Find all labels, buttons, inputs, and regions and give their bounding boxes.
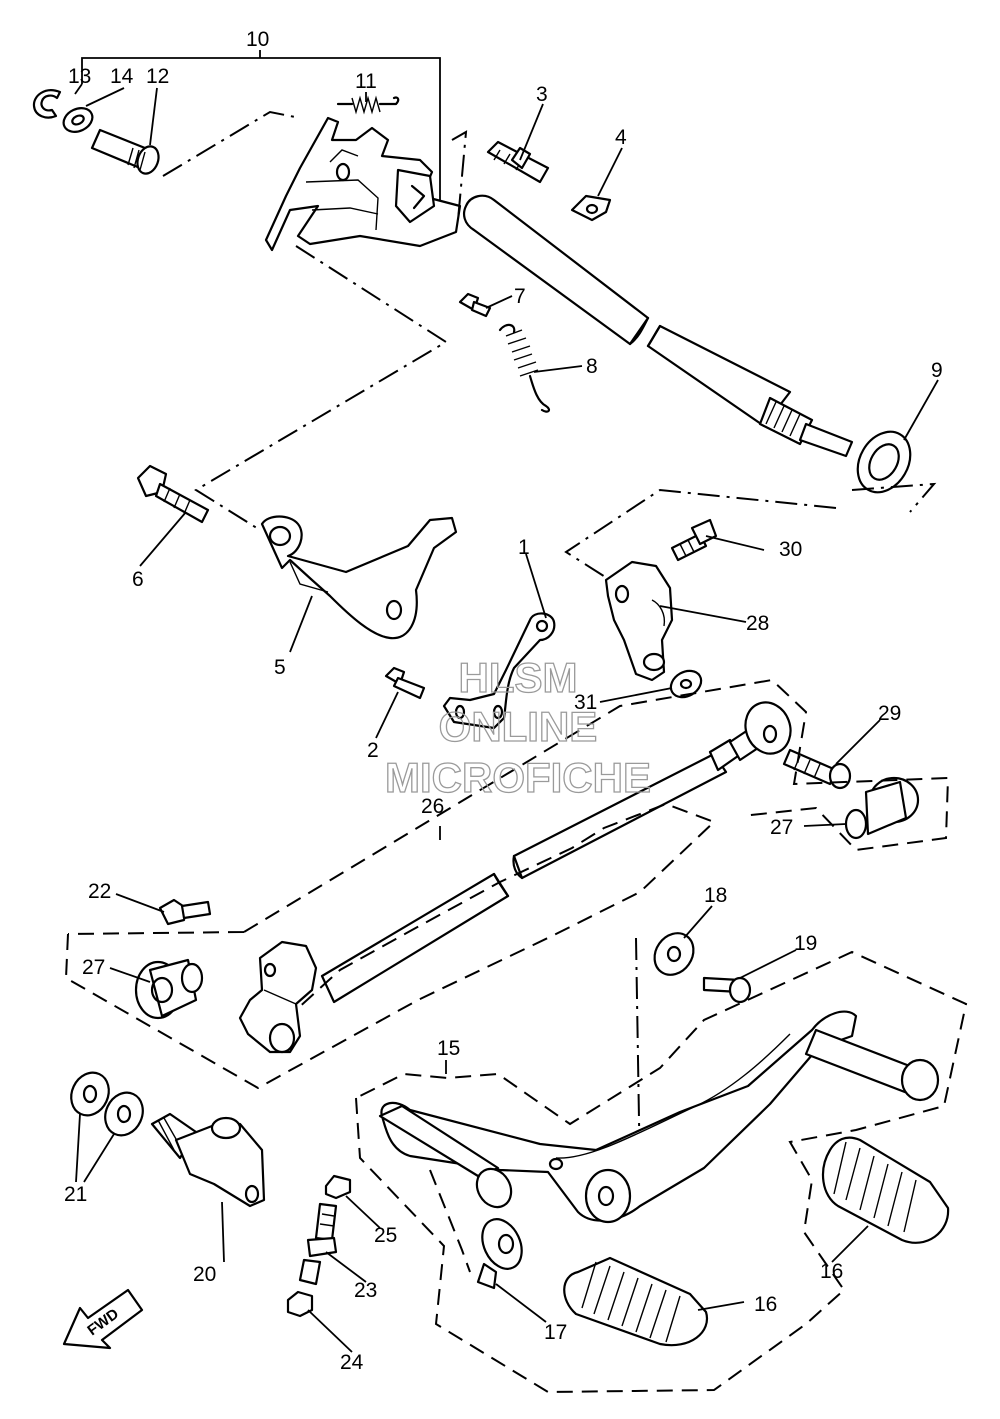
callout-27-right: 27	[770, 816, 793, 839]
bracket-group-10	[74, 50, 441, 222]
shift-pedal-15	[378, 1010, 940, 1224]
callout-29: 29	[878, 702, 901, 725]
callout-4: 4	[615, 126, 627, 149]
callout-24: 24	[340, 1351, 364, 1374]
bolt-30	[670, 518, 718, 562]
callout-6: 6	[132, 568, 144, 591]
watermark: HLSM ONLINE MICROFICHE	[384, 653, 651, 801]
shift-shaft-assembly	[264, 116, 912, 494]
callout-21: 21	[64, 1183, 87, 1206]
callout-12: 12	[146, 65, 169, 88]
boot-27-left	[134, 958, 204, 1020]
centerline-9	[851, 482, 937, 513]
centerline-3	[451, 130, 468, 221]
pedal-rubber-16-right	[822, 1136, 950, 1244]
washer-14	[62, 107, 94, 133]
circlip-13	[32, 89, 62, 119]
centerline-6	[194, 245, 448, 531]
watermark-line-3: MICROFICHE	[385, 754, 651, 801]
bolt-3	[486, 140, 550, 184]
shift-rod-26	[320, 701, 792, 1004]
dashed-group-26	[64, 678, 950, 1090]
callout-23: 23	[354, 1279, 377, 1302]
washer-18	[653, 932, 695, 976]
nut-24	[286, 1290, 314, 1318]
washers-21	[70, 1071, 144, 1137]
boot-27-right	[844, 776, 920, 840]
bolt-19	[702, 976, 752, 1004]
callout-18: 18	[704, 884, 727, 907]
nut-25	[324, 1174, 352, 1200]
adjuster-bolt-23	[298, 1202, 338, 1286]
pin-12	[90, 128, 160, 175]
callout-13: 13	[68, 65, 91, 88]
callout-16-bottom: 16	[754, 1293, 777, 1316]
dashed-group-15	[354, 950, 968, 1394]
callout-31: 31	[574, 691, 597, 714]
callout-30: 30	[779, 538, 802, 561]
callout-11: 11	[355, 70, 377, 93]
callout-15: 15	[437, 1037, 460, 1060]
bolt-22	[158, 898, 212, 926]
callout-10: 10	[246, 28, 269, 51]
screw-2	[384, 666, 426, 700]
shift-shaft-20	[150, 1112, 266, 1208]
rod-end-clamp-left	[238, 940, 318, 1054]
callout-27-left: 27	[82, 956, 105, 979]
centerline-10	[162, 110, 301, 177]
fwd-direction-arrow: FWD	[62, 1288, 144, 1350]
callout-7: 7	[514, 285, 526, 308]
callout-25: 25	[374, 1224, 397, 1247]
pedal-rubber-16-bottom	[563, 1256, 709, 1347]
callout-2: 2	[367, 739, 379, 762]
callout-5: 5	[274, 656, 286, 679]
shift-arm-28	[604, 560, 674, 682]
callout-14: 14	[110, 65, 134, 88]
callout-9: 9	[931, 359, 943, 382]
callout-22: 22	[88, 880, 111, 903]
bolt-6	[136, 464, 210, 524]
callout-20: 20	[193, 1263, 216, 1286]
spring-11	[336, 95, 400, 115]
rod-end-17	[476, 1218, 523, 1290]
callout-1: 1	[518, 536, 530, 559]
spring-8	[498, 323, 551, 413]
lock-plate-4	[570, 194, 612, 222]
watermark-line-1: HLSM	[459, 654, 578, 701]
callout-26: 26	[421, 795, 444, 818]
bolt-7	[458, 292, 492, 318]
callout-17: 17	[544, 1321, 567, 1344]
callout-labels: 10 13 14 12 11 3 4 7 8 9 6 5 1 2 30 28 3…	[64, 28, 943, 1374]
centerline-28	[564, 488, 837, 581]
callout-28: 28	[746, 612, 769, 635]
washer-31	[669, 669, 703, 699]
bracket-5	[260, 515, 458, 640]
bracket-1	[442, 612, 556, 730]
callout-8: 8	[586, 355, 598, 378]
watermark-line-2: ONLINE	[439, 703, 598, 750]
callout-3: 3	[536, 83, 548, 106]
leader-lines	[75, 103, 939, 1353]
callout-16-right: 16	[820, 1260, 843, 1283]
callout-19: 19	[794, 932, 817, 955]
